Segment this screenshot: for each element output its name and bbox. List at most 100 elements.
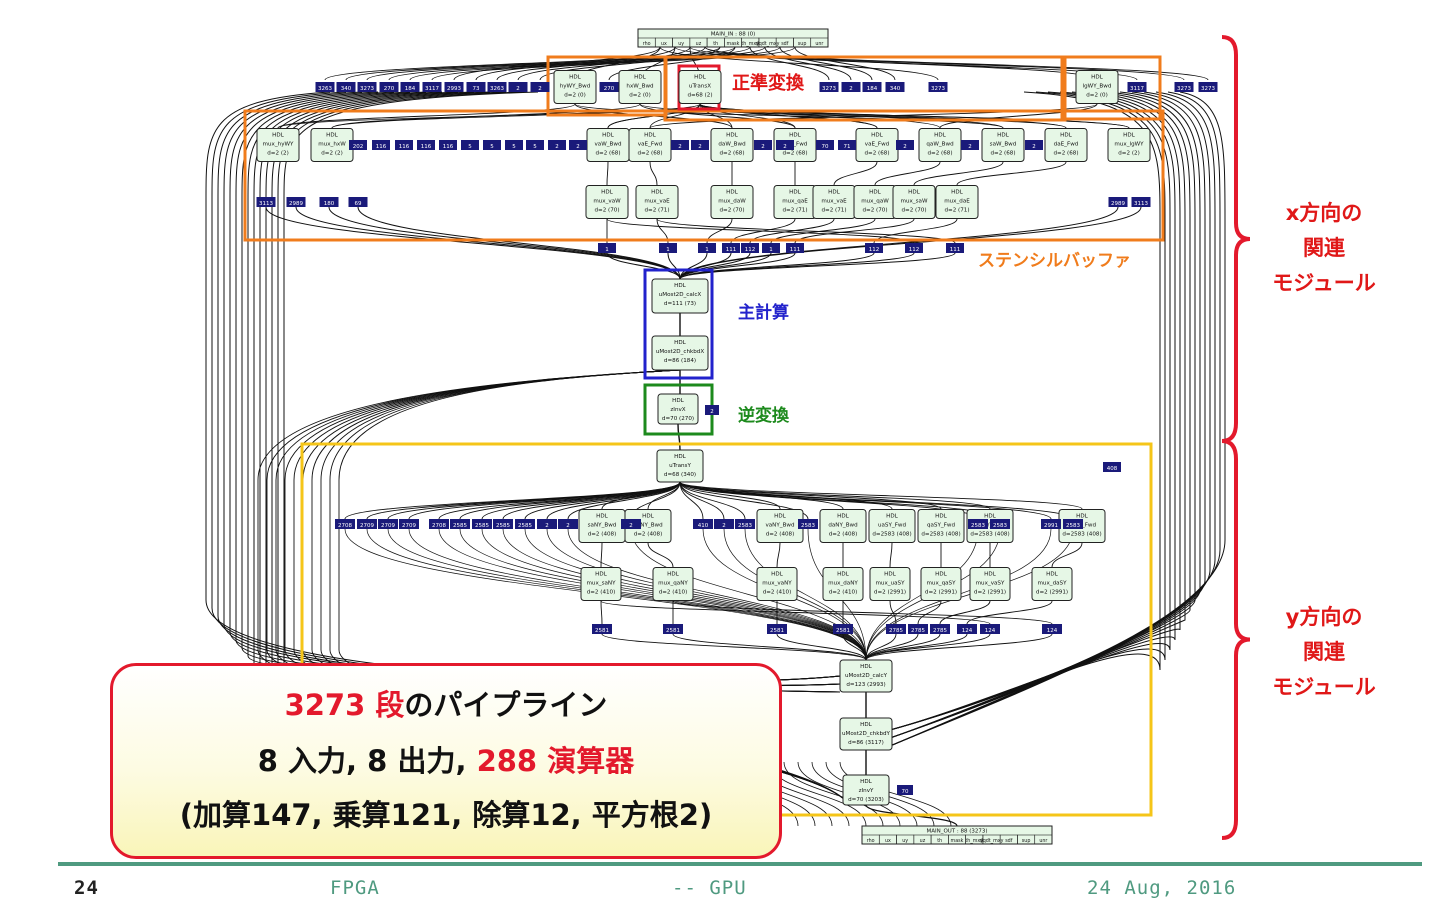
port-label: rho bbox=[643, 41, 651, 47]
delay-node-label: 5 bbox=[468, 144, 472, 150]
delay-node: 2 bbox=[754, 140, 772, 150]
port-label: mask bbox=[727, 41, 740, 47]
port-label: th bbox=[713, 41, 718, 47]
footer-mid-text: -- GPU bbox=[672, 877, 747, 899]
module-node-label: vaE_Fwd bbox=[865, 142, 890, 148]
delay-node: 2 bbox=[537, 519, 557, 529]
module-node-label: HDL bbox=[774, 514, 787, 520]
module-node-label: HDL bbox=[674, 454, 687, 460]
module-node-label: d=2 (70) bbox=[862, 208, 887, 214]
port-node-title: MAIN_IN : 88 (0) bbox=[711, 32, 756, 38]
graph-edge bbox=[679, 481, 1083, 510]
delay-node-label: 124 bbox=[985, 628, 996, 634]
graph-edge bbox=[475, 46, 676, 81]
delay-node-label: 1 bbox=[666, 247, 670, 253]
graph-edge bbox=[744, 528, 867, 661]
module-node-label: HDL bbox=[884, 572, 897, 578]
delay-node-label: 111 bbox=[790, 247, 801, 253]
module-node-label: d=70 (270) bbox=[662, 416, 694, 422]
module-node-label: d=2 (71) bbox=[644, 208, 669, 214]
delay-node-label: 111 bbox=[950, 247, 961, 253]
module-node-label: mux_hxW bbox=[318, 142, 346, 148]
delay-node-label: 1 bbox=[769, 247, 773, 253]
module-node-label: HDL bbox=[935, 572, 948, 578]
graph-edge bbox=[865, 633, 1053, 661]
graph-edge bbox=[913, 161, 1004, 186]
delay-node: 111 bbox=[786, 243, 804, 253]
module-node-label: d=2 (2) bbox=[267, 151, 289, 157]
graph-edge bbox=[649, 103, 701, 129]
io-text: 8 入力, 8 出力, bbox=[257, 744, 477, 778]
port-label: rho bbox=[867, 838, 875, 844]
module-node-label: d=2 (68) bbox=[1053, 151, 1078, 157]
module-node-label: mux_qaSY bbox=[926, 581, 956, 587]
port-label: th bbox=[937, 838, 942, 844]
port-label: uy bbox=[902, 839, 908, 844]
delay-node-label: 3117 bbox=[425, 86, 439, 92]
graph-edge bbox=[889, 91, 1201, 747]
module-node-label: HDL bbox=[694, 75, 707, 81]
delay-node: 5 bbox=[526, 140, 544, 150]
delay-node: 3273 bbox=[1198, 82, 1218, 92]
module-node-label: d=2 (68) bbox=[927, 151, 952, 157]
delay-node: 2583 bbox=[990, 519, 1010, 529]
operator-unit: 演算器 bbox=[537, 744, 635, 778]
module-node-label: HDL bbox=[667, 572, 680, 578]
graph-edge bbox=[283, 91, 841, 705]
delay-node-label: 2 bbox=[545, 523, 549, 529]
delay-node-label: 2785 bbox=[911, 628, 925, 634]
delay-node: 124 bbox=[1042, 624, 1062, 634]
delay-node-label: 2583 bbox=[971, 523, 985, 529]
module-node-label: d=2 (410) bbox=[587, 590, 616, 596]
module-node-label: HDL bbox=[672, 398, 685, 404]
delay-node: 5 bbox=[505, 140, 523, 150]
graph-edge bbox=[939, 600, 991, 625]
graph-edge bbox=[357, 206, 681, 280]
x-label-line-1: x方向の bbox=[1285, 201, 1363, 225]
delay-node-label: 73 bbox=[473, 86, 480, 92]
graph-edge bbox=[1051, 542, 1083, 568]
module-node-label: d=2 (2991) bbox=[974, 590, 1006, 596]
delay-node-label: 1 bbox=[705, 247, 709, 253]
delay-node: 2 bbox=[508, 82, 528, 92]
graph-edge bbox=[764, 46, 852, 81]
port-label: ux bbox=[885, 839, 891, 844]
delay-node-label: 2 bbox=[698, 144, 702, 150]
module-node-label: d=2 (408) bbox=[588, 532, 617, 538]
delay-node: 2 bbox=[776, 140, 794, 150]
graph-edge bbox=[567, 528, 867, 661]
delay-node-label: 3273 bbox=[822, 86, 836, 92]
delay-node-label: 2581 bbox=[770, 628, 784, 634]
main-calc-label: 主計算 bbox=[738, 303, 789, 323]
delay-node-label: 2708 bbox=[432, 523, 446, 529]
delay-node: 2785 bbox=[886, 624, 906, 634]
delay-node-label: 116 bbox=[443, 144, 454, 150]
delay-node: 2 bbox=[530, 82, 550, 92]
port-label: sup bbox=[1022, 839, 1031, 844]
module-node-label: HDL bbox=[1076, 514, 1089, 520]
module-node-label: d=2 (410) bbox=[763, 590, 792, 596]
graph-edge bbox=[496, 46, 691, 81]
delay-node-label: 112 bbox=[869, 247, 880, 253]
delay-node: 116 bbox=[395, 140, 413, 150]
delay-node-label: 112 bbox=[745, 247, 756, 253]
port-label: sup bbox=[798, 42, 807, 47]
module-node-label: d=2 (68) bbox=[864, 151, 889, 157]
delay-node: 3113 bbox=[256, 197, 276, 207]
module-node-label: mux_uaSY bbox=[875, 581, 905, 587]
delay-node-label: 5 bbox=[533, 144, 537, 150]
graph-edge bbox=[277, 91, 841, 697]
graph-edge bbox=[939, 103, 1098, 129]
delay-node: 2585 bbox=[515, 519, 535, 529]
delay-node-label: 340 bbox=[890, 86, 901, 92]
module-node-label: HDL bbox=[569, 75, 582, 81]
delay-node: 2585 bbox=[450, 519, 470, 529]
delay-node: 69 bbox=[348, 197, 368, 207]
